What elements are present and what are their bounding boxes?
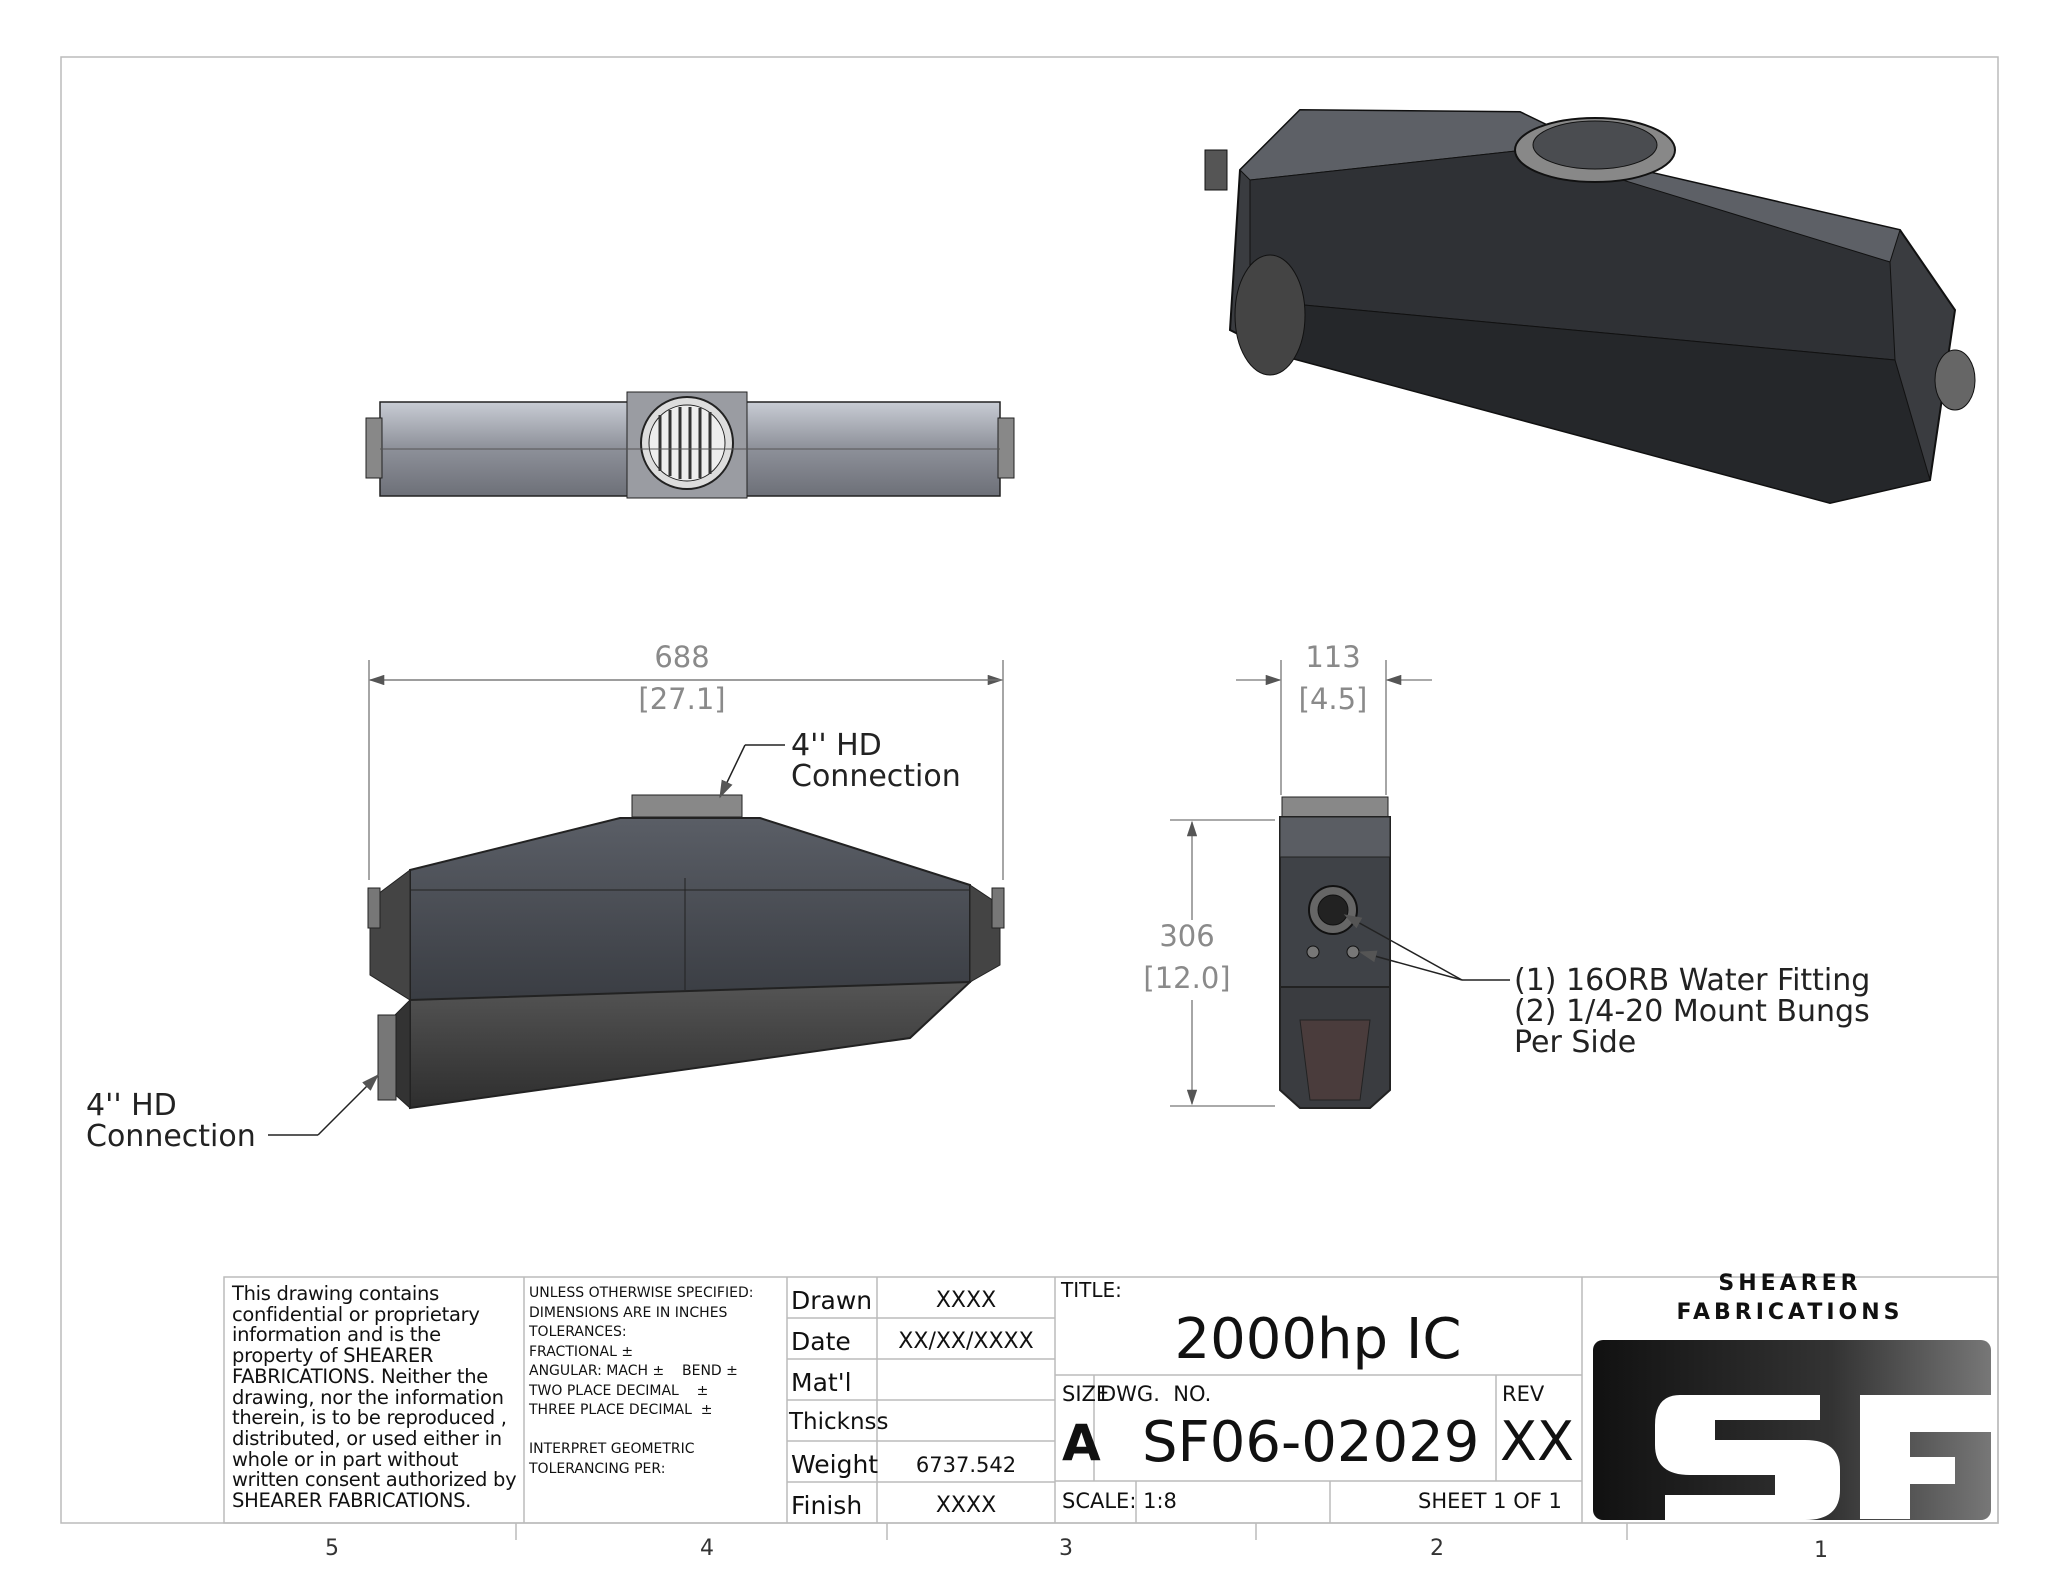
top-connection-callout: 4'' HD Connection (791, 730, 961, 792)
rev-label: REV (1502, 1382, 1545, 1406)
tolerance-line: THREE PLACE DECIMAL ± (529, 1402, 713, 1418)
thickness-label: Thicknss (789, 1409, 889, 1435)
zone-label: 5 (325, 1536, 339, 1561)
revision: XX (1500, 1410, 1574, 1473)
callout-line: Connection (791, 759, 961, 794)
drawn-label: Drawn (791, 1286, 873, 1315)
callout-line: Connection (86, 1119, 256, 1154)
finish-value: XXXX (935, 1493, 997, 1518)
size-label: SIZE (1062, 1382, 1110, 1406)
side-view (1279, 796, 1391, 1109)
tolerance-line (529, 1421, 753, 1441)
zone-label: 4 (700, 1536, 714, 1561)
callout-line: 4'' HD (791, 728, 882, 763)
weight-value: 6737.542 (915, 1453, 1017, 1477)
height-dimension-in: [12.0] (1143, 961, 1231, 995)
tolerance-line: TOLERANCING PER: (529, 1460, 666, 1477)
company-name-line2: FABRICATIONS (1676, 1300, 1904, 1325)
leader-lines (268, 744, 1510, 1136)
callout-line: Per Side (1514, 1025, 1637, 1060)
callout-line: 4'' HD (86, 1088, 177, 1123)
tolerance-line: UNLESS OTHERWISE SPECIFIED: (529, 1285, 754, 1301)
drawing-number: SF06-02029 (1142, 1410, 1480, 1475)
finish-label: Finish (791, 1491, 863, 1520)
drawn-value: XXXX (935, 1288, 997, 1313)
title-label: TITLE: (1061, 1278, 1122, 1302)
dimension-lines (368, 660, 1432, 1107)
zone-label: 3 (1059, 1536, 1073, 1561)
height-dimension-mm: 306 (1159, 919, 1215, 953)
weight-label: Weight (791, 1450, 879, 1479)
tolerance-line: TWO PLACE DECIMAL ± (529, 1382, 709, 1399)
tolerance-line: DIMENSIONS ARE IN INCHES (529, 1304, 728, 1321)
fittings-callout: (1) 16ORB Water Fitting (2) 1/4-20 Mount… (1514, 965, 1870, 1058)
size-value: A (1062, 1414, 1101, 1472)
top-view (365, 391, 1015, 499)
title-block-grid (223, 1276, 1999, 1524)
company-logo (1593, 1340, 1991, 1520)
isometric-view (1204, 108, 1976, 505)
zone-label: 1 (1814, 1538, 1828, 1563)
width-dimension-mm: 113 (1305, 640, 1361, 674)
callout-line: (2) 1/4-20 Mount Bungs (1514, 994, 1870, 1029)
tolerance-line: INTERPRET GEOMETRIC (529, 1441, 695, 1457)
scale: SCALE: 1:8 (1062, 1489, 1177, 1513)
dwg-no-label: DWG. NO. (1100, 1382, 1212, 1406)
front-view (367, 794, 1005, 1110)
confidentiality-notice: This drawing contains confidential or pr… (232, 1282, 517, 1513)
sheet-number: SHEET 1 OF 1 (1418, 1489, 1562, 1513)
zone-label: 2 (1430, 1536, 1444, 1561)
tolerances-notes: UNLESS OTHERWISE SPECIFIED: DIMENSIONS A… (529, 1284, 753, 1479)
length-dimension-in: [27.1] (638, 682, 726, 716)
length-dimension-mm: 688 (654, 640, 710, 674)
callout-line: (1) 16ORB Water Fitting (1514, 963, 1871, 998)
date-label: Date (791, 1327, 851, 1356)
company-name-line1: SHEARER (1718, 1271, 1862, 1296)
tolerance-line: TOLERANCES: (529, 1324, 627, 1340)
date-value: XX/XX/XXXX (898, 1329, 1034, 1354)
drawing-title: 2000hp IC (1174, 1307, 1462, 1372)
material-label: Mat'l (791, 1368, 852, 1397)
width-dimension-in: [4.5] (1298, 682, 1368, 716)
tolerance-line: ANGULAR: MACH ± BEND ± (529, 1363, 738, 1379)
tolerance-line: FRACTIONAL ± (529, 1343, 634, 1360)
side-connection-callout: 4'' HD Connection (86, 1090, 256, 1152)
